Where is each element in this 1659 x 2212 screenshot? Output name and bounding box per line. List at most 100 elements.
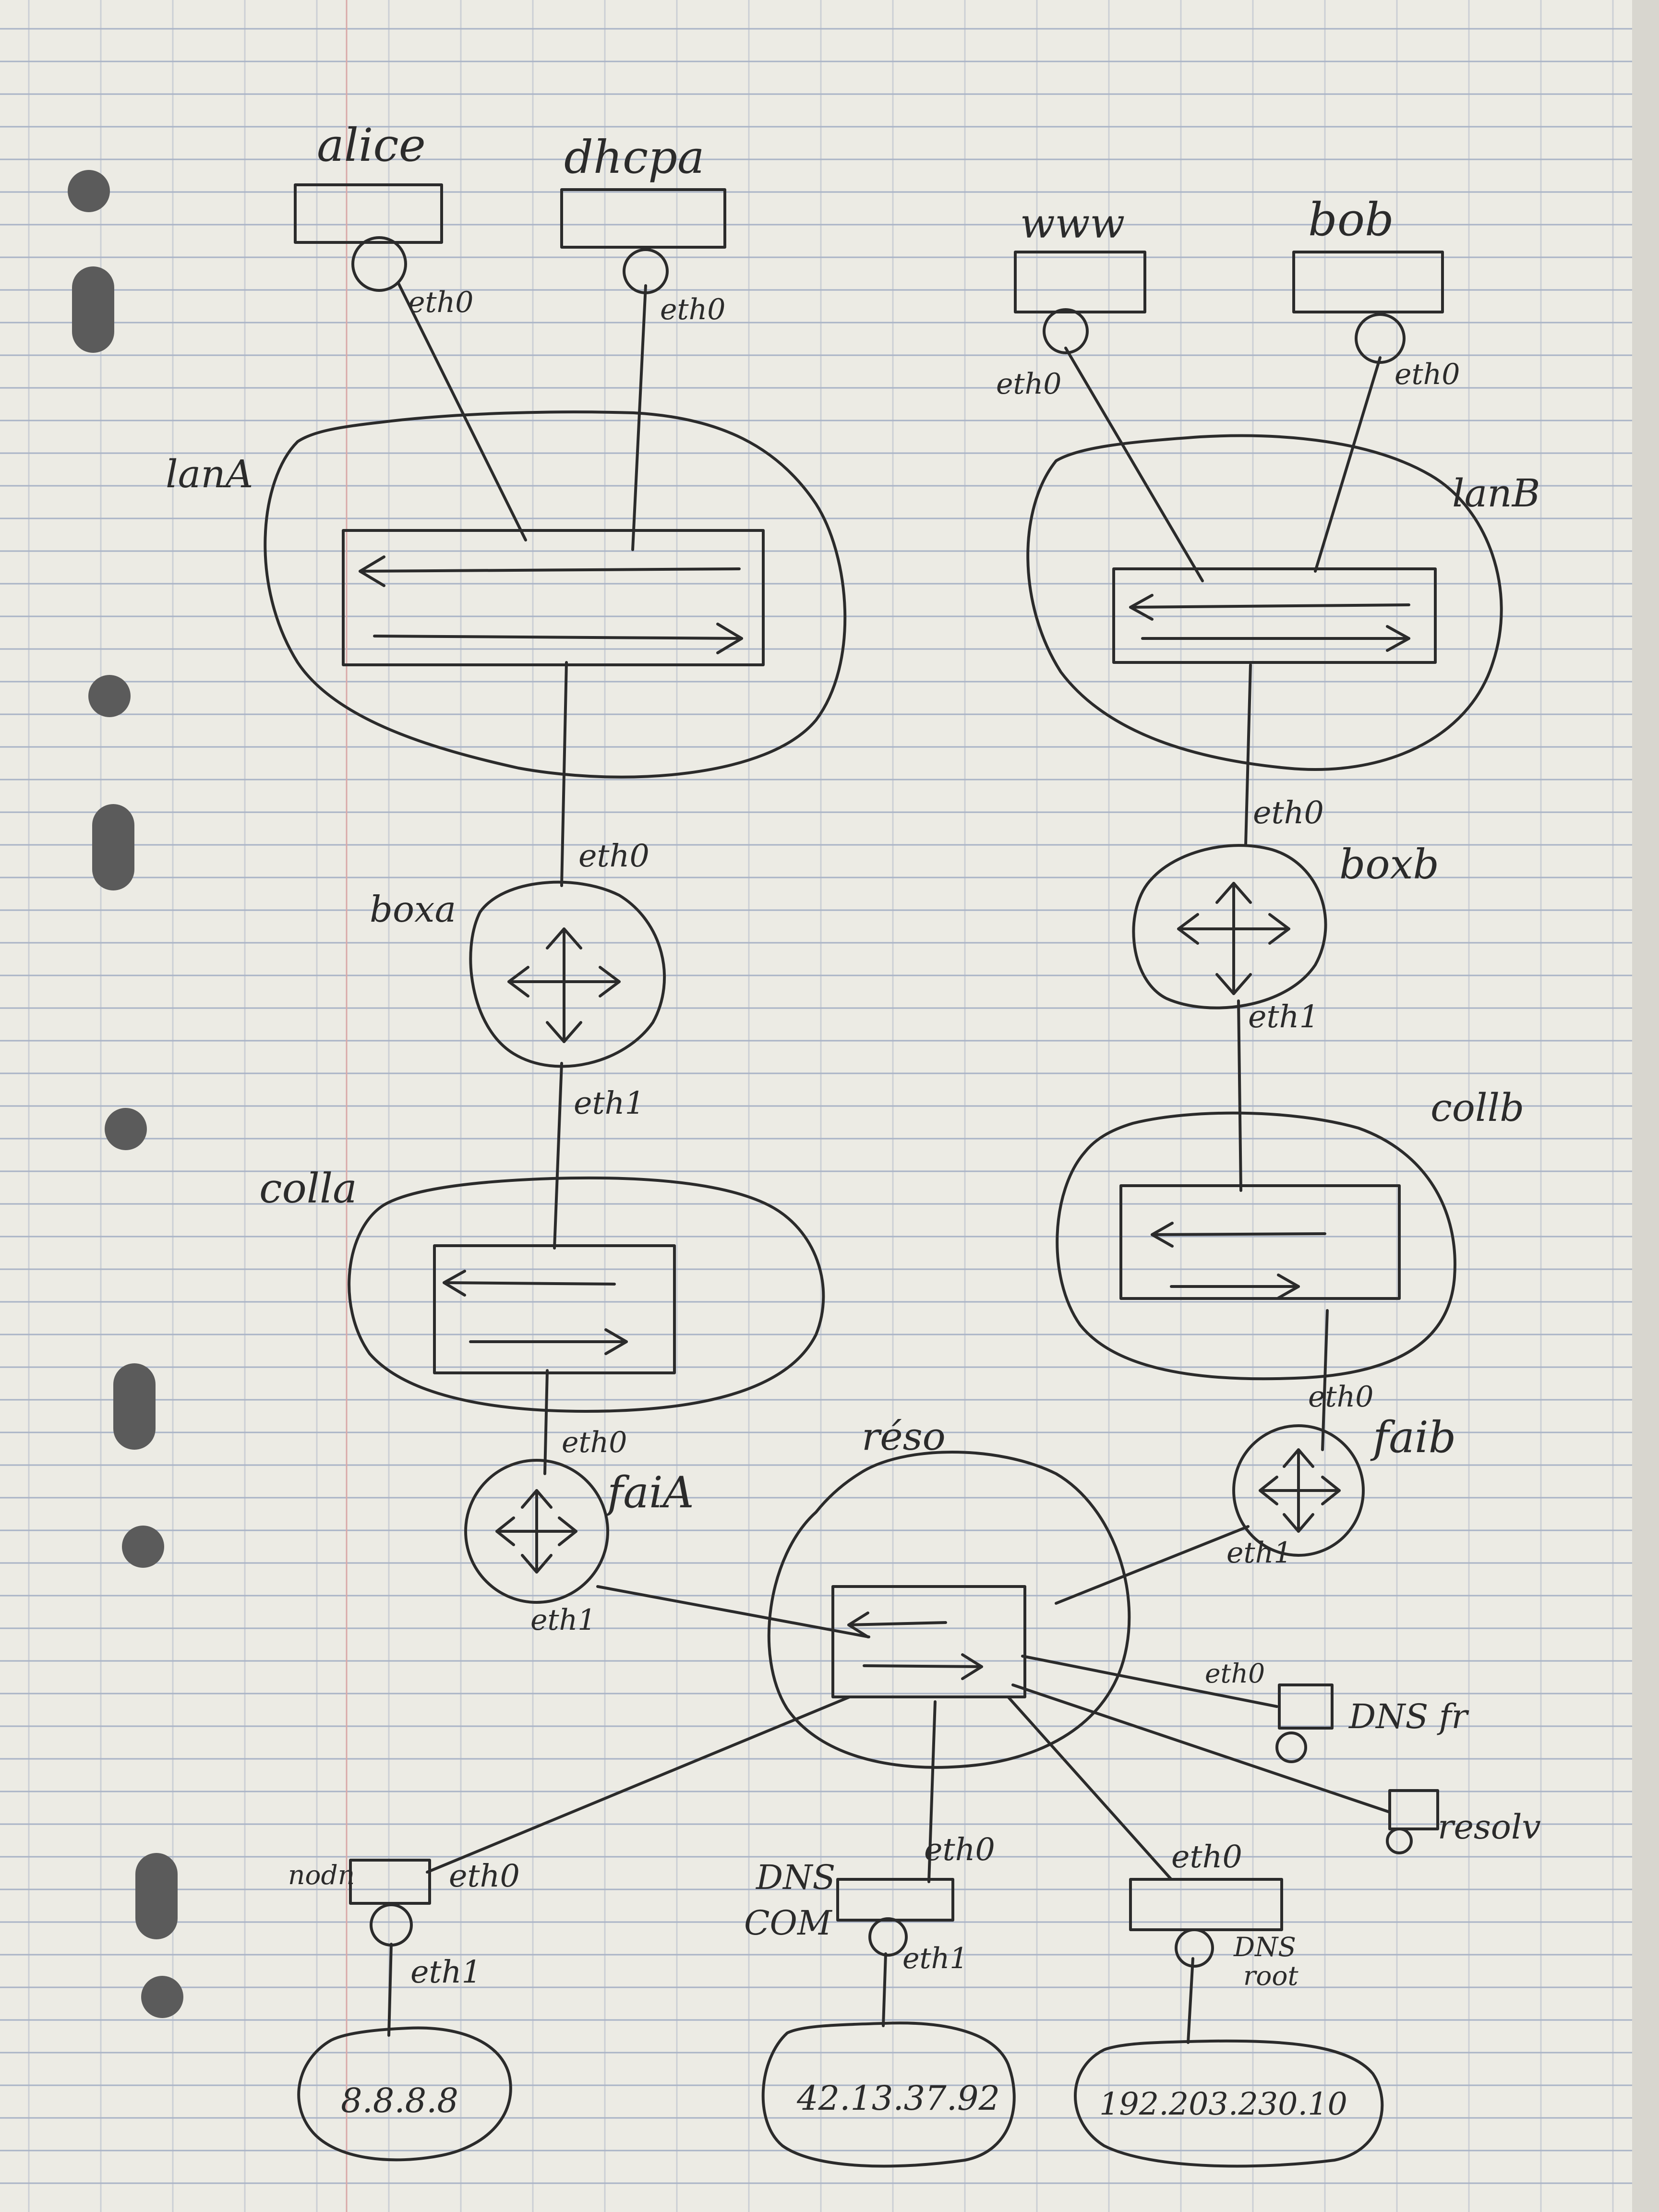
interface-circle	[370, 1903, 413, 1947]
lan-collb[interactable]	[1056, 1111, 1456, 1381]
host-bob[interactable]	[1292, 251, 1444, 364]
router-body	[469, 880, 666, 1068]
switch-arrow-head	[1386, 625, 1410, 652]
host-www[interactable]	[1014, 251, 1146, 354]
switch-arrow-head	[1129, 594, 1154, 621]
host-dns-fr[interactable]	[1275, 1683, 1334, 1763]
label-dnsfr-iface: eth0	[1205, 1658, 1265, 1689]
host-resolv[interactable]	[1386, 1789, 1439, 1854]
right-background	[1632, 0, 1659, 2212]
punch-hole	[141, 1976, 183, 2018]
label-lanb: lanB	[1452, 471, 1540, 516]
label-faia-eth1: eth1	[530, 1603, 596, 1637]
link-reseau-dnsroot	[1007, 1695, 1173, 1881]
switch-arrow-left	[443, 1281, 616, 1286]
router-arrow-head	[521, 1554, 553, 1574]
interface-circle	[1175, 1928, 1214, 1968]
link-bob-lanb	[1314, 356, 1382, 573]
label-reseau: réso	[862, 1414, 946, 1459]
lan-cloud	[348, 1176, 825, 1413]
router-body	[464, 1459, 609, 1604]
host-alice[interactable]	[294, 183, 443, 292]
label-dnsfr: DNS fr	[1348, 1697, 1469, 1736]
link-faib-reseau	[1055, 1525, 1250, 1605]
lan-a[interactable]	[264, 410, 847, 779]
router-arrow-head	[546, 927, 582, 950]
label-faib-eth1: eth1	[1226, 1536, 1292, 1570]
label-boxb: boxb	[1339, 841, 1439, 889]
host-box	[1388, 1789, 1439, 1830]
switch-arrow-head	[443, 1270, 466, 1297]
cloud-google-dns	[297, 2026, 512, 2162]
label-dnsroot-2: root	[1243, 1960, 1299, 1991]
label-www: www	[1020, 200, 1125, 248]
router-arrow-head	[495, 1516, 515, 1546]
router-arrow-head	[1259, 1476, 1278, 1505]
router-arrow-head	[546, 1021, 582, 1043]
label-alice: alice	[317, 119, 426, 172]
label-dnscom-eth0: eth0	[924, 1832, 995, 1868]
host-nodn[interactable]	[349, 1859, 431, 1947]
host-box	[1278, 1683, 1334, 1730]
host-box	[560, 188, 726, 249]
switch-arrow-head	[1277, 1274, 1300, 1299]
label-resolv: resolv	[1438, 1807, 1541, 1847]
label-faib: faib	[1370, 1412, 1456, 1463]
router-boxa[interactable]	[469, 880, 666, 1068]
label-bob: bob	[1308, 193, 1394, 246]
switch-box	[342, 529, 765, 666]
host-box	[294, 183, 443, 244]
label-faia: faiA	[604, 1467, 694, 1518]
label-dnsroot-eth0: eth0	[1171, 1839, 1242, 1875]
host-dhcpa[interactable]	[560, 188, 726, 294]
link-lanb-boxb	[1244, 663, 1252, 846]
label-cloud-root: 192.203.230.10	[1099, 2086, 1347, 2122]
label-nodn-eth0: eth0	[449, 1858, 520, 1894]
label-nodn-eth1: eth1	[410, 1954, 481, 1990]
label-boxa: boxa	[370, 888, 456, 930]
host-box	[1292, 251, 1444, 313]
punch-hole	[92, 804, 134, 890]
lan-colla[interactable]	[348, 1176, 825, 1413]
router-arrow-head	[507, 966, 529, 998]
label-dnscom-eth1: eth1	[902, 1942, 968, 1975]
router-arrow-head	[599, 966, 621, 998]
label-dhcpa-iface: eth0	[660, 293, 725, 326]
router-arrow-head	[1283, 1513, 1314, 1533]
link-collb-faib	[1321, 1309, 1329, 1451]
router-arrow-head	[521, 1489, 553, 1509]
router-arrow-head	[1321, 1476, 1341, 1505]
switch-arrow-right	[863, 1664, 983, 1668]
lan-b[interactable]	[1026, 434, 1503, 771]
label-faib-eth0: eth0	[1308, 1380, 1373, 1414]
label-boxb-eth1: eth1	[1248, 999, 1319, 1035]
label-collb: collb	[1431, 1085, 1524, 1130]
label-boxa-eth0: eth0	[578, 838, 649, 874]
host-dns-root[interactable]	[1129, 1878, 1283, 1968]
label-dhcpa: dhcpa	[564, 131, 705, 184]
switch-arrow-left	[1129, 603, 1410, 609]
host-dns-com[interactable]	[836, 1878, 954, 1957]
link-dnscom-cloud	[882, 1952, 887, 2027]
interface-circle	[1275, 1731, 1307, 1763]
switch-box	[831, 1585, 1026, 1698]
switch-arrow-left	[359, 567, 741, 573]
switch-arrow-head	[1151, 1222, 1174, 1248]
link-alice-lana	[397, 282, 527, 541]
router-faib[interactable]	[1232, 1424, 1365, 1557]
interface-circle	[623, 248, 669, 294]
interface-circle	[351, 236, 407, 292]
router-boxb[interactable]	[1132, 844, 1327, 1010]
link-reseau-dnsfr	[1021, 1655, 1278, 1708]
link-faia-reseau	[596, 1585, 870, 1638]
label-dnscom-2: COM	[744, 1903, 833, 1943]
switch-arrow-left	[847, 1621, 947, 1626]
label-dnsroot-1: DNS	[1233, 1932, 1296, 1962]
switch-arrow-head	[604, 1328, 628, 1355]
lan-cloud	[1026, 434, 1503, 771]
router-arrow-head	[1215, 882, 1252, 904]
lan-reseau[interactable]	[767, 1451, 1131, 1769]
router-faia[interactable]	[464, 1459, 609, 1604]
